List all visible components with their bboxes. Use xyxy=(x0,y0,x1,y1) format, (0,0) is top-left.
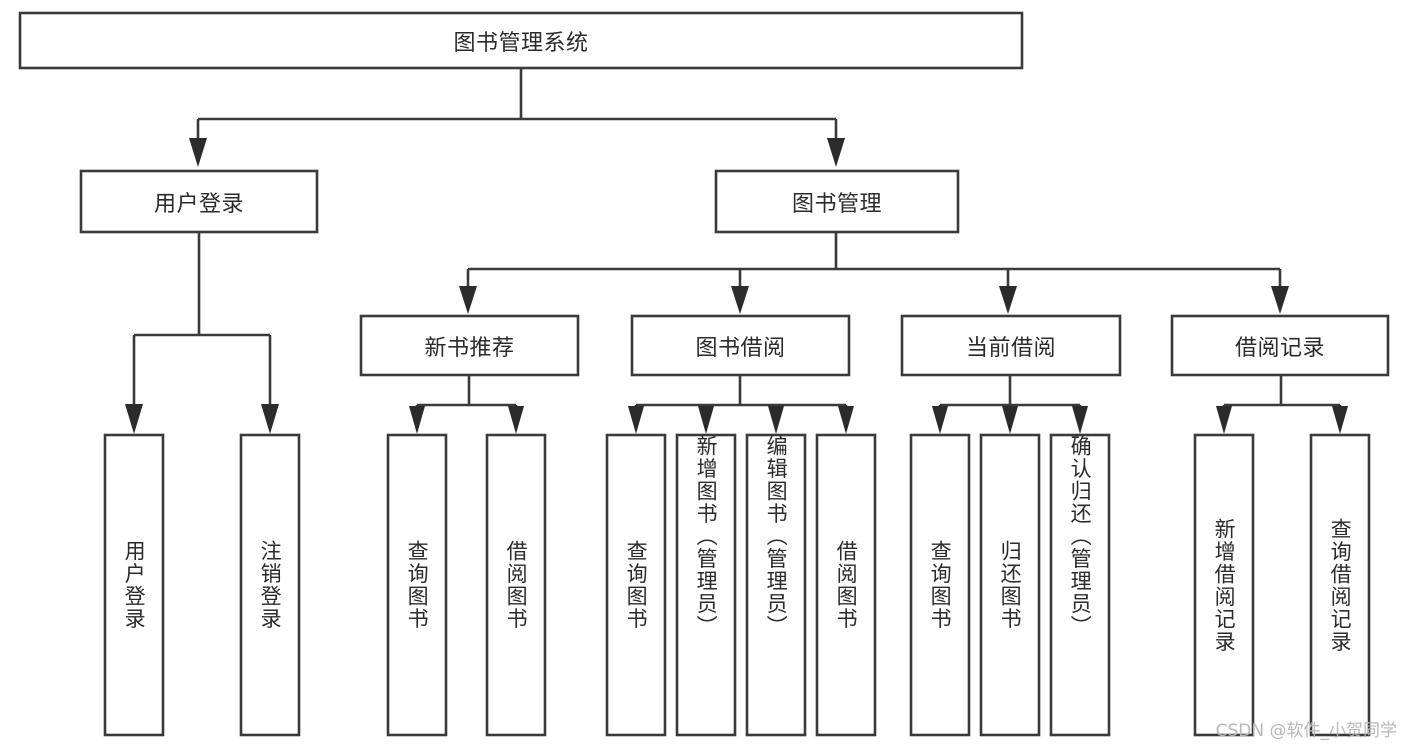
arrowhead-current-borrow-leaf3 xyxy=(1072,406,1088,434)
arrowhead-borrow-record-leaf1 xyxy=(1216,406,1232,434)
arrowhead-book-borrow-leaf4 xyxy=(838,406,854,434)
node-leaf-user-login-box[interactable] xyxy=(103,433,165,737)
arrowhead-to-new-book-recommend xyxy=(459,286,477,314)
arrowhead-borrow-record-leaf2 xyxy=(1332,406,1348,434)
node-leaf-query-record-box[interactable] xyxy=(1309,433,1371,737)
arrowhead-user-login-leaf2 xyxy=(261,404,279,434)
node-current-borrow-box[interactable] xyxy=(900,314,1122,377)
arrowhead-current-borrow-leaf2 xyxy=(1002,406,1018,434)
arrowhead-book-borrow-leaf1 xyxy=(628,406,644,434)
node-leaf-add-record-box[interactable] xyxy=(1193,433,1255,737)
arrowhead-book-borrow-leaf3 xyxy=(768,406,784,434)
arrowhead-to-book-borrow xyxy=(731,286,749,314)
node-leaf-query-book-brw-box[interactable] xyxy=(605,433,667,737)
node-leaf-add-book-box[interactable] xyxy=(675,433,737,737)
arrowhead-root-to-book-manage xyxy=(827,138,845,167)
node-book-borrow-box[interactable] xyxy=(630,314,851,377)
arrowhead-to-current-borrow xyxy=(999,286,1017,314)
arrowhead-to-borrow-record xyxy=(1271,286,1289,314)
arrowhead-new-book-leaf2 xyxy=(508,406,524,434)
node-user-login-box[interactable] xyxy=(79,169,319,234)
arrowhead-book-borrow-leaf2 xyxy=(698,406,714,434)
node-new-book-recommend-box[interactable] xyxy=(359,314,580,377)
arrowhead-user-login-leaf1 xyxy=(125,404,143,434)
arrowhead-root-to-user-login xyxy=(189,138,207,167)
node-leaf-return-book-box[interactable] xyxy=(979,433,1041,737)
node-leaf-borrow-book-brw-box[interactable] xyxy=(815,433,877,737)
node-book-manage-box[interactable] xyxy=(714,169,960,234)
node-leaf-confirm-return-box[interactable] xyxy=(1049,433,1111,737)
node-leaf-query-book-cur-box[interactable] xyxy=(909,433,971,737)
node-leaf-edit-book-box[interactable] xyxy=(745,433,807,737)
node-root-box[interactable] xyxy=(18,11,1024,70)
node-borrow-record-box[interactable] xyxy=(1170,314,1390,377)
node-leaf-logout-box[interactable] xyxy=(239,433,301,737)
node-leaf-query-book-rec-box[interactable] xyxy=(386,433,448,737)
arrowhead-new-book-leaf1 xyxy=(409,406,425,434)
node-leaf-borrow-book-rec-box[interactable] xyxy=(485,433,547,737)
arrowhead-current-borrow-leaf1 xyxy=(932,406,948,434)
